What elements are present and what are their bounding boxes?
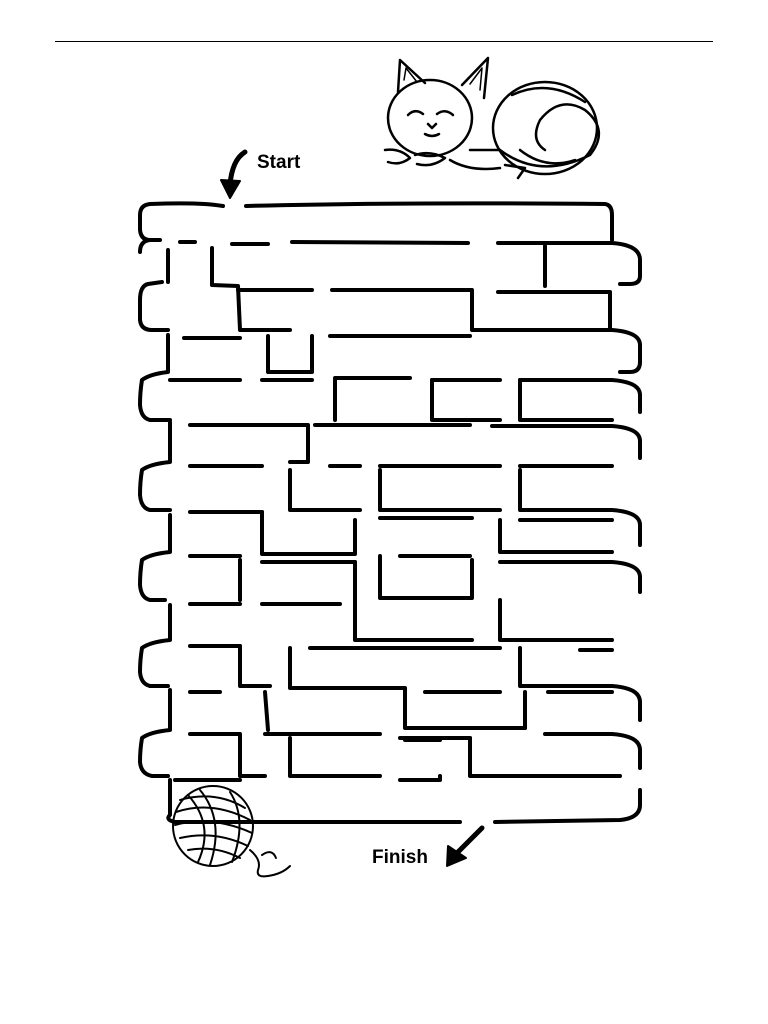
arrow-down-icon	[220, 149, 248, 199]
finish-label: Finish	[372, 847, 428, 868]
yarn-ball-illustration	[172, 785, 291, 878]
start-label: Start	[257, 152, 301, 173]
maze-walls	[138, 201, 642, 824]
top-rule	[55, 41, 713, 42]
arrow-down-icon	[446, 825, 485, 867]
cat-illustration	[383, 56, 600, 180]
